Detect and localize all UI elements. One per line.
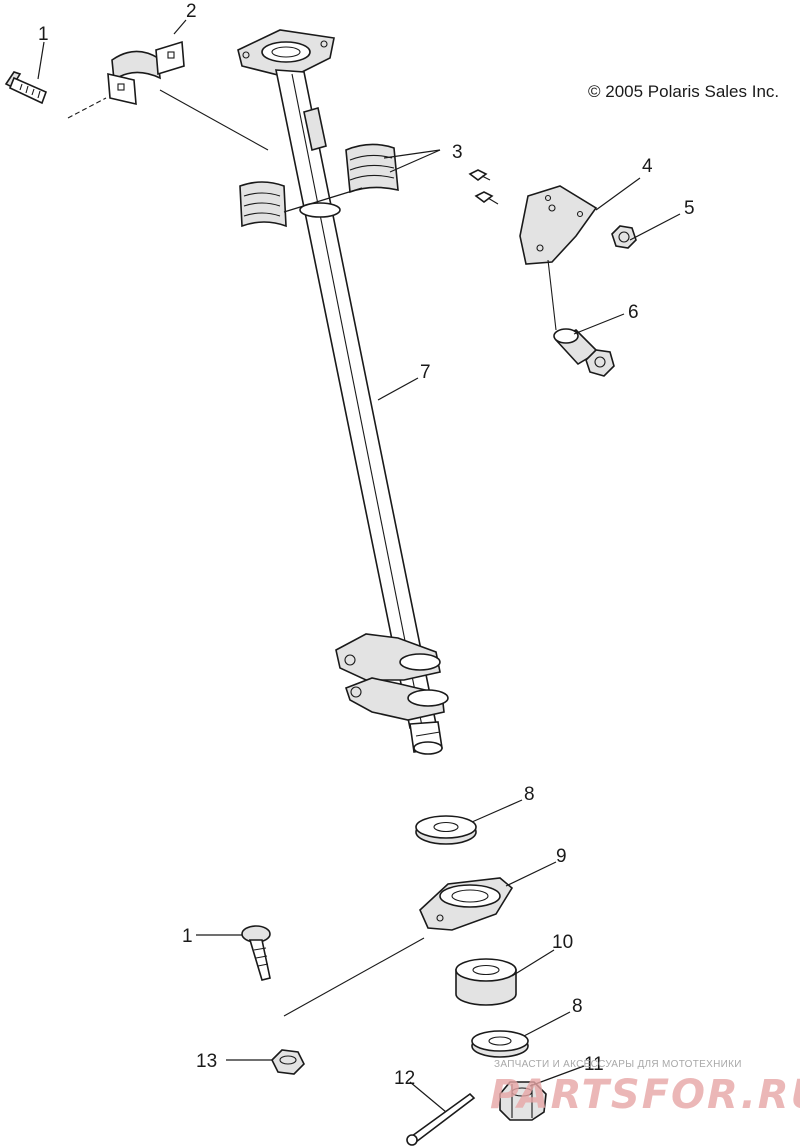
part-4-mounting-plate bbox=[519, 185, 598, 265]
copyright-notice: © 2005 Polaris Sales Inc. bbox=[588, 82, 779, 101]
part-3-bushing-halves bbox=[239, 143, 399, 228]
callout-4: 4 bbox=[642, 156, 653, 177]
part-1-bolt-bottom bbox=[241, 925, 271, 981]
leader-8-bottom bbox=[523, 1011, 571, 1037]
callout-2: 2 bbox=[186, 1, 197, 22]
part-8-washer-bottom bbox=[471, 1030, 529, 1058]
callout-8-top: 8 bbox=[524, 784, 535, 805]
dashline-1-top bbox=[67, 97, 107, 119]
part-6-spacer-nut bbox=[553, 328, 615, 377]
callout-7: 7 bbox=[420, 362, 431, 383]
callout-6: 6 bbox=[628, 302, 639, 323]
leader-4 bbox=[595, 177, 641, 211]
part-12-cotter-pin bbox=[406, 1092, 476, 1146]
callout-10: 10 bbox=[552, 932, 573, 953]
leader-3c bbox=[383, 149, 441, 159]
watermark-tagline: ЗАПЧАСТИ И АКСЕССУАРЫ ДЛЯ МОТОТЕХНИКИ bbox=[494, 1059, 742, 1070]
watermark-logo: PARTSFOR.RU bbox=[490, 1072, 800, 1118]
link-4-6 bbox=[547, 259, 557, 331]
dashline-2 bbox=[159, 89, 269, 151]
leader-12 bbox=[409, 1081, 447, 1113]
part-9-bearing-plate bbox=[419, 877, 514, 931]
leader-7 bbox=[377, 377, 419, 401]
leader-8-top bbox=[471, 799, 523, 823]
part-7-steering-post bbox=[237, 29, 449, 755]
part-11-castle-nut bbox=[499, 1081, 547, 1121]
leader-10 bbox=[511, 949, 555, 977]
callout-13: 13 bbox=[196, 1051, 217, 1072]
callout-1-top: 1 bbox=[38, 24, 49, 45]
part-5-nut bbox=[611, 225, 637, 249]
leader-1-top bbox=[37, 41, 45, 80]
callout-12: 12 bbox=[394, 1068, 415, 1089]
leader-3b bbox=[389, 149, 441, 173]
leader-11 bbox=[529, 1065, 585, 1087]
part-13-nut bbox=[271, 1049, 305, 1075]
part-1-bolt-top bbox=[4, 71, 48, 105]
callout-5: 5 bbox=[684, 198, 695, 219]
part-2-clamp-bracket bbox=[107, 40, 185, 106]
rivets bbox=[468, 169, 499, 205]
leader-9 bbox=[505, 861, 557, 887]
leader-3a bbox=[283, 187, 363, 213]
part-8-washer-top bbox=[415, 815, 477, 845]
dashline-1-bottom bbox=[283, 937, 425, 1017]
part-10-bushing bbox=[455, 958, 517, 1006]
leader-6 bbox=[573, 313, 625, 335]
callout-3: 3 bbox=[452, 142, 463, 163]
callout-8-bottom: 8 bbox=[572, 996, 583, 1017]
callout-9: 9 bbox=[556, 846, 567, 867]
callout-1-bottom: 1 bbox=[182, 926, 193, 947]
leader-5 bbox=[629, 213, 681, 241]
callout-11: 11 bbox=[584, 1054, 604, 1075]
leader-2 bbox=[173, 19, 187, 35]
